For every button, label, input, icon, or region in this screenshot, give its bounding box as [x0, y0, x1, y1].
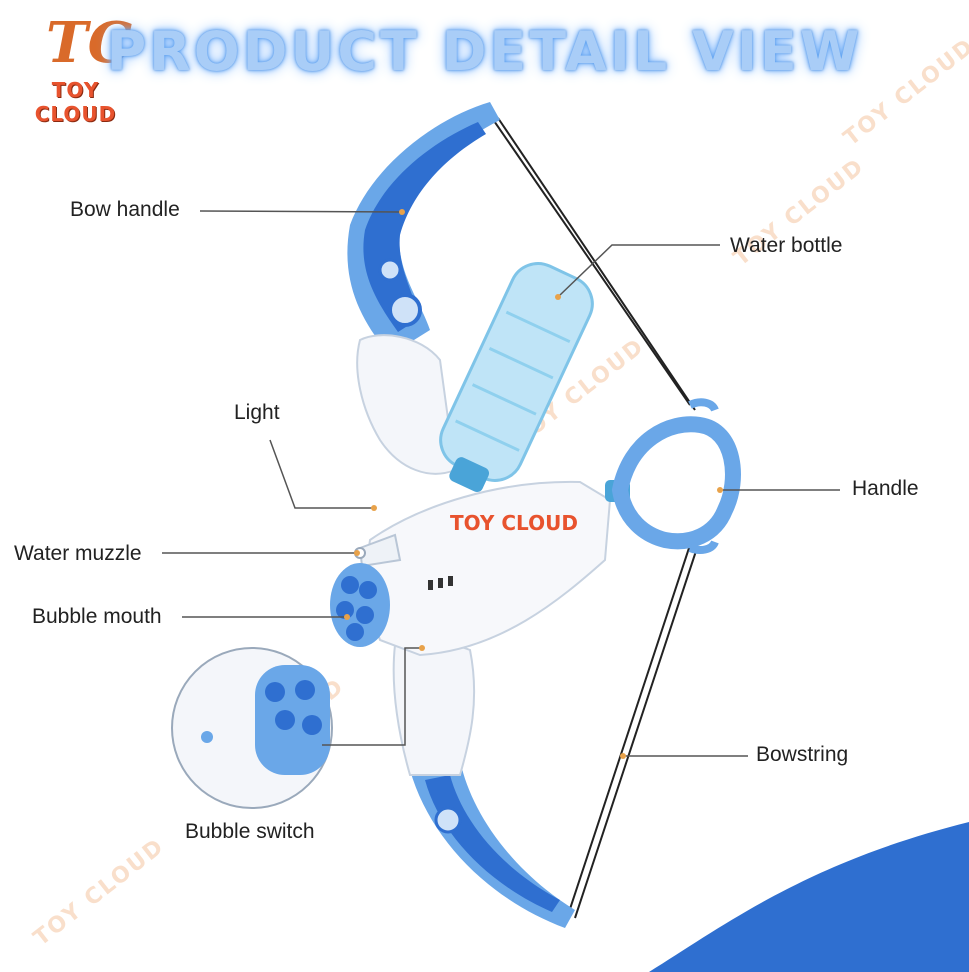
callout-leader-lines [162, 209, 840, 759]
lower-limb [410, 760, 575, 928]
upper-limb [347, 102, 500, 355]
callout-water-bottle: Water bottle [730, 234, 843, 257]
water-bottle [439, 262, 594, 493]
bubble-switch-inset [171, 647, 333, 809]
callout-handle: Handle [852, 477, 919, 500]
callout-water-muzzle: Water muzzle [14, 542, 142, 565]
callout-bow-handle: Bow handle [70, 198, 180, 221]
corner-wave-decoration [649, 822, 969, 972]
logo-monogram-icon: TC [46, 10, 133, 76]
gun-body: TOY CLOUD [354, 480, 630, 657]
product-brand-print: TOY CLOUD [450, 511, 578, 535]
callout-bowstring: Bowstring [756, 743, 849, 766]
logo-text: TOY CLOUD [34, 78, 117, 126]
bowstring-lines [491, 117, 698, 919]
brand-logo: TC TOY CLOUD [8, 8, 143, 126]
page-title: PRODUCT DETAIL VIEW [106, 20, 863, 83]
callout-bubble-switch: Bubble switch [185, 820, 315, 843]
callout-bubble-mouth: Bubble mouth [32, 605, 162, 628]
bubble-mouth-barrels [330, 563, 390, 647]
ring-handle [611, 398, 741, 554]
callout-light: Light [234, 401, 280, 424]
